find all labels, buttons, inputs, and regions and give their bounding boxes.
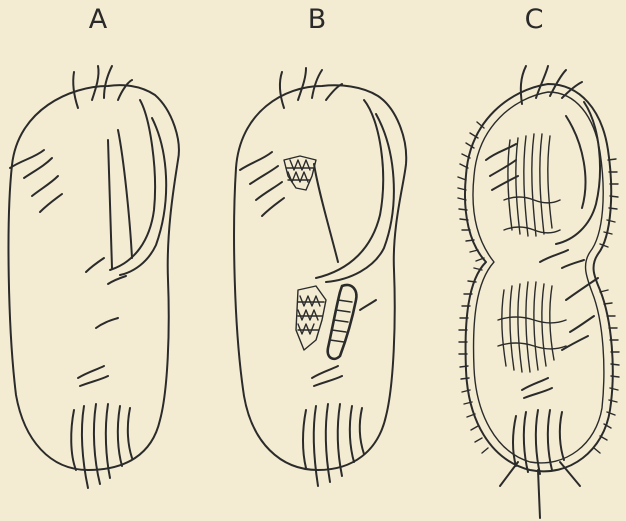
transverse-cirrus-b bbox=[360, 408, 364, 454]
transverse-cirrus-b bbox=[314, 406, 318, 486]
ventral-cirrus-a bbox=[96, 318, 118, 328]
apical-cilium-c bbox=[550, 70, 566, 96]
apical-cilium-a bbox=[104, 66, 112, 98]
apical-cilium-b bbox=[312, 70, 322, 98]
transverse-cirrus-a bbox=[71, 410, 76, 470]
cirral-anlage-lower-b bbox=[296, 286, 326, 350]
caudal-cirrus-c bbox=[538, 470, 540, 518]
cell-drawing-c bbox=[458, 66, 619, 518]
frontal-cirrus-b bbox=[262, 198, 284, 216]
adoral-line-a bbox=[108, 140, 112, 268]
frontal-cirrus-a bbox=[32, 176, 58, 196]
ventral-cirrus-c bbox=[562, 260, 584, 268]
cell-drawing-a bbox=[9, 66, 179, 488]
ventral-cirrus-b bbox=[312, 366, 338, 378]
apical-cilium-a bbox=[92, 66, 99, 100]
frontal-cirrus-b bbox=[256, 182, 282, 200]
cirral-anlagen-upper-c bbox=[486, 134, 560, 236]
ventral-cirrus-c bbox=[522, 378, 548, 390]
ventral-cirrus-a bbox=[86, 258, 104, 272]
cell-outline-c bbox=[465, 84, 613, 471]
ventral-cirrus-a bbox=[80, 376, 108, 386]
transverse-cirrus-a bbox=[118, 406, 122, 466]
marginal-cirri-right-c bbox=[594, 159, 619, 453]
ventral-cirrus-a bbox=[108, 276, 126, 284]
ventral-cirrus-b bbox=[360, 300, 376, 310]
transverse-cirrus-b bbox=[350, 406, 354, 462]
frontal-cirrus-a bbox=[24, 158, 52, 178]
transverse-cirrus-c bbox=[536, 410, 540, 474]
ventral-cirrus-c bbox=[524, 388, 552, 398]
caudal-cirrus-c bbox=[500, 462, 518, 486]
transverse-cirrus-b bbox=[303, 410, 306, 468]
transverse-cirrus-c bbox=[524, 412, 528, 472]
macronucleus-b bbox=[328, 285, 357, 359]
oral-groove-b bbox=[316, 100, 383, 278]
adoral-curve-c bbox=[566, 116, 585, 208]
cell-outline-a bbox=[9, 85, 179, 470]
apical-cilium-b bbox=[298, 68, 306, 100]
pellicle-line-c bbox=[473, 92, 604, 463]
cirral-anlagen-lower-c bbox=[498, 278, 598, 372]
apical-cilium-b bbox=[280, 72, 284, 108]
transverse-cirrus-a bbox=[82, 406, 88, 488]
frontal-cirrus-b bbox=[240, 152, 272, 170]
adoral-line-b bbox=[314, 164, 338, 262]
transverse-cirrus-a bbox=[128, 408, 132, 458]
transverse-cirrus-b bbox=[338, 404, 342, 476]
ventral-cirrus-b bbox=[314, 376, 342, 386]
oral-groove-a bbox=[110, 100, 155, 270]
apical-cilium-c bbox=[562, 82, 582, 98]
transverse-cirrus-c bbox=[548, 410, 552, 470]
transverse-cirrus-c bbox=[513, 416, 516, 466]
transverse-cirrus-a bbox=[94, 404, 100, 484]
oral-groove-c bbox=[556, 102, 600, 244]
frontal-cirrus-b bbox=[250, 166, 278, 184]
apical-cilium-c bbox=[521, 66, 526, 104]
apical-cilium-a bbox=[118, 80, 132, 100]
cirral-anlage-upper-b bbox=[284, 156, 316, 190]
ventral-cirrus-a bbox=[78, 366, 104, 378]
frontal-cirrus-a bbox=[40, 194, 62, 212]
oral-groove-inner-a bbox=[118, 130, 132, 258]
cell-drawing-b bbox=[234, 68, 406, 486]
transverse-cirrus-a bbox=[106, 404, 110, 478]
ventral-cirrus-c bbox=[540, 250, 568, 262]
transverse-cirrus-c bbox=[560, 412, 564, 460]
